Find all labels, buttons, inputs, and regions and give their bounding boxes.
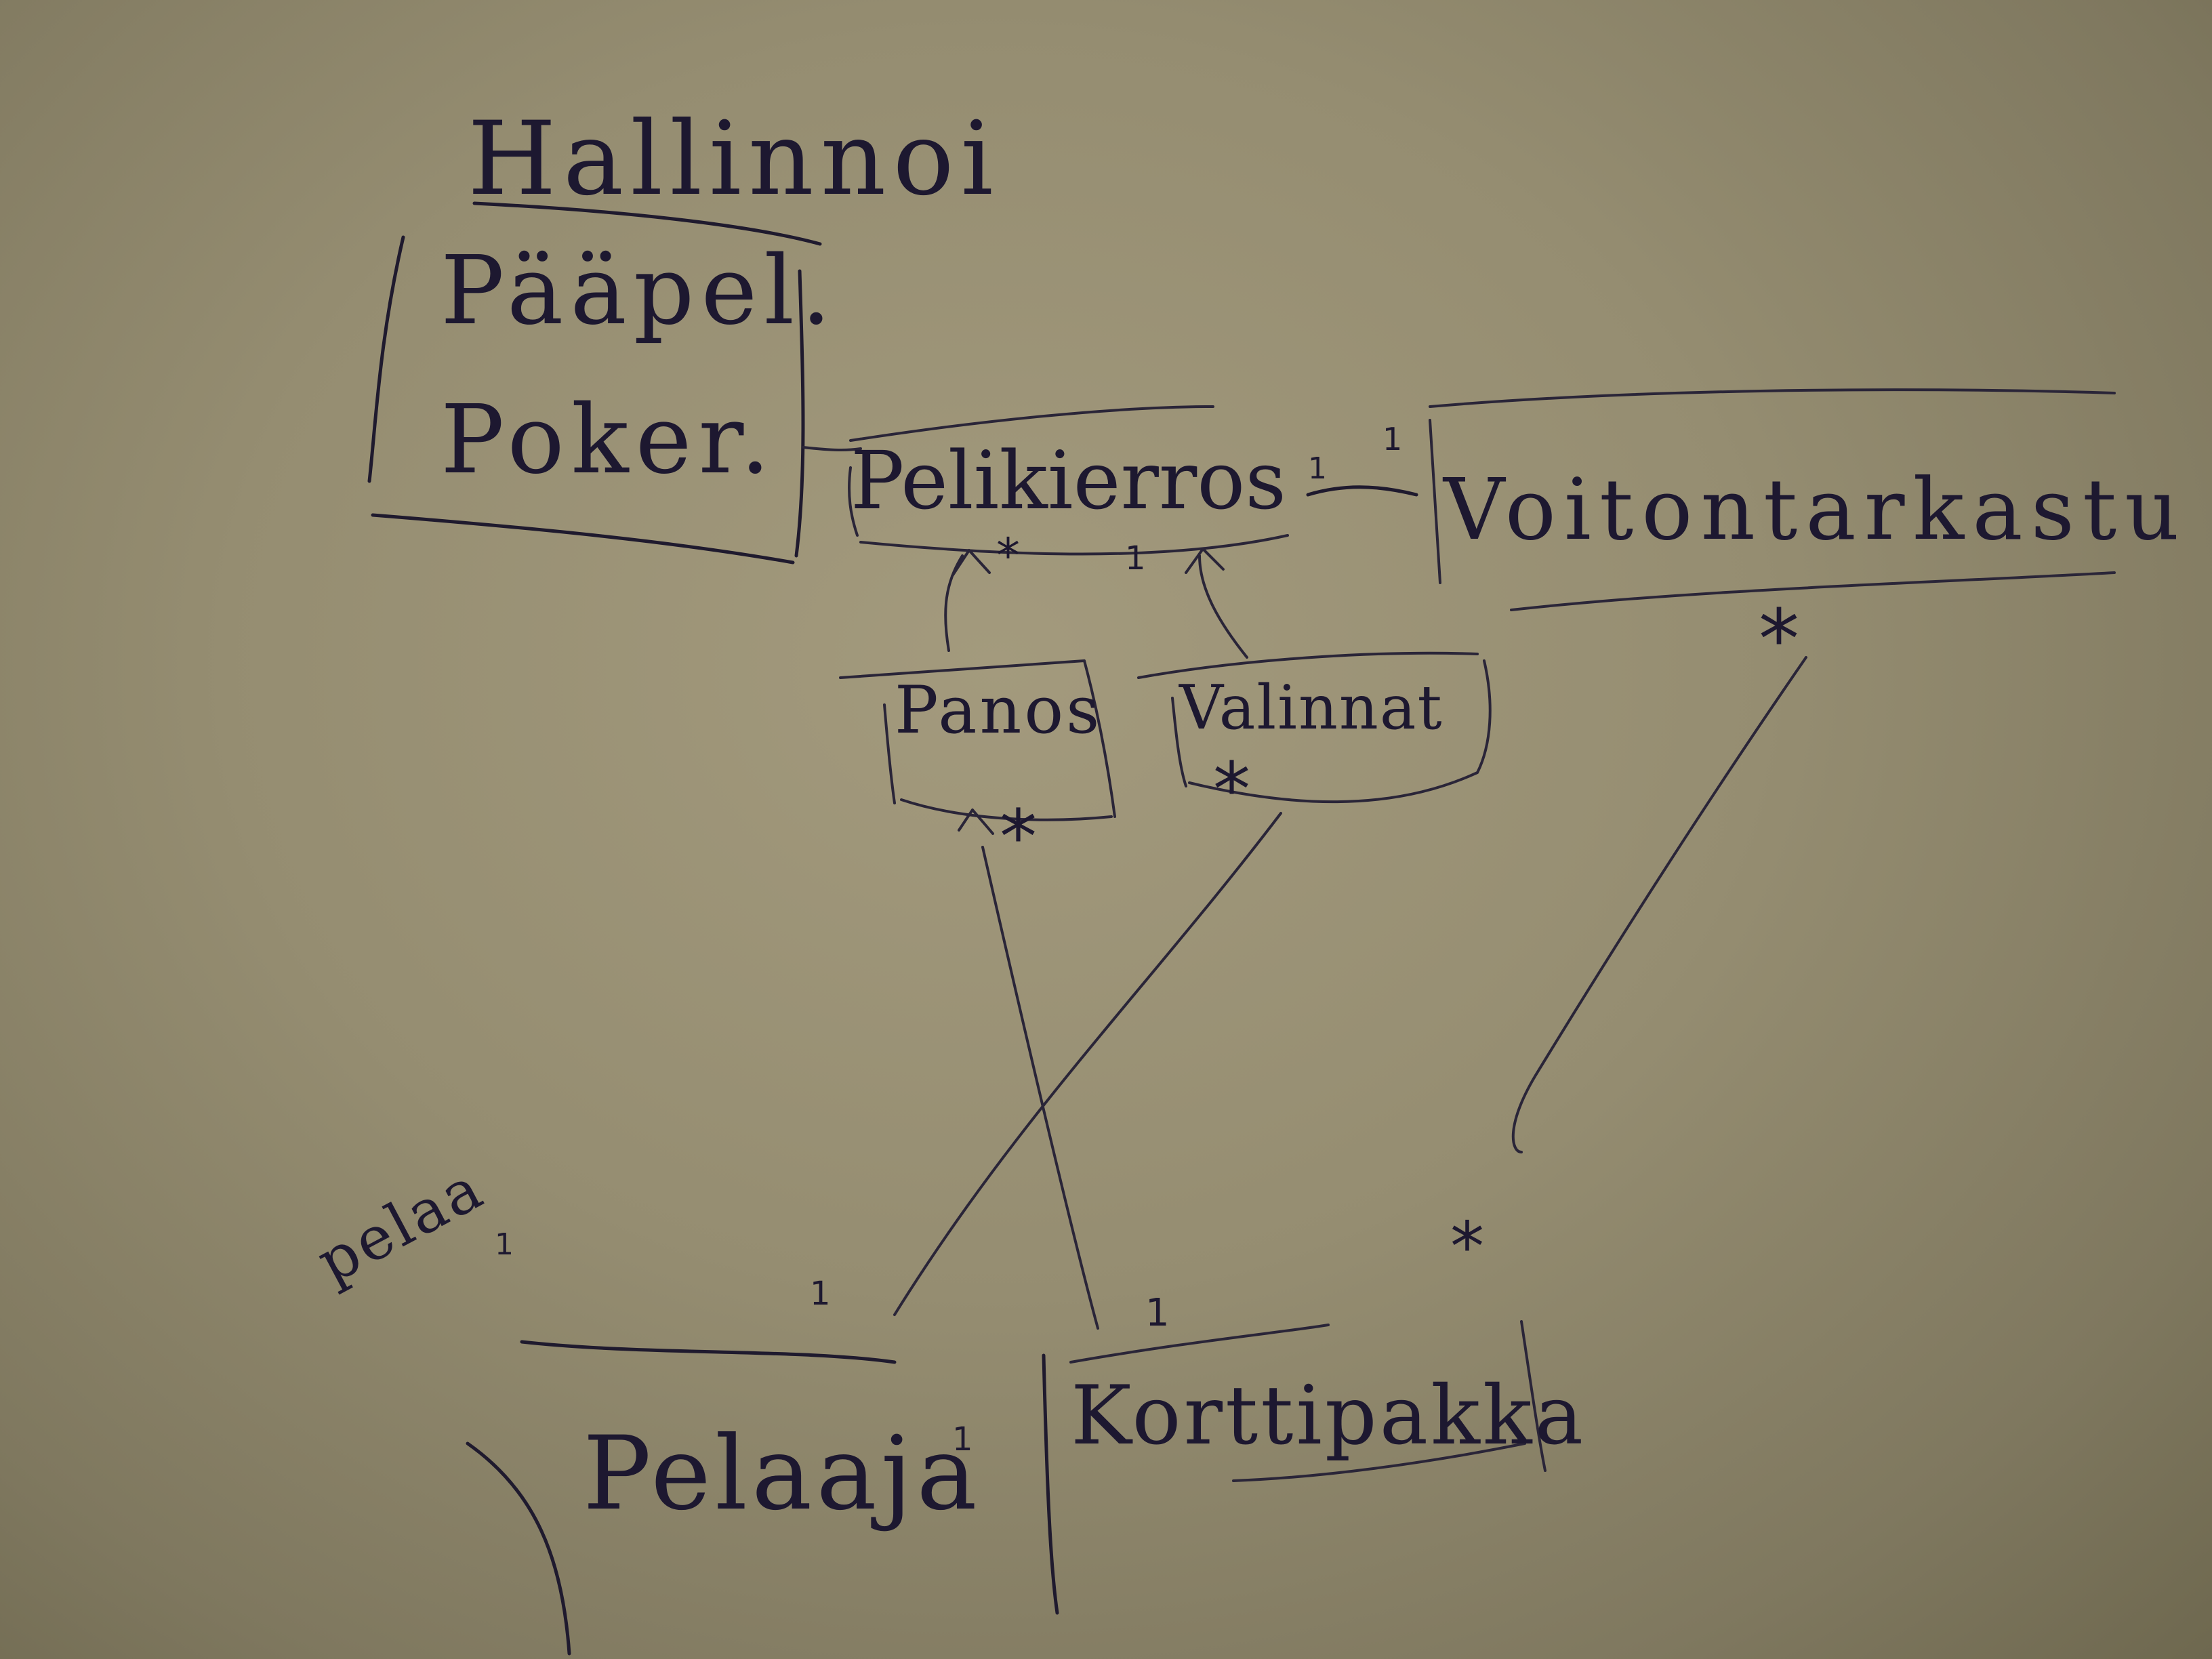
multiplicity-check-many: *: [1759, 593, 1799, 687]
multiplicity-round-choices: 1: [1125, 539, 1146, 577]
multiplicity-choices-many: *: [1213, 746, 1250, 833]
round-to-check-association: [1306, 485, 1418, 497]
multiplicity-round-bet: *: [996, 528, 1020, 583]
choices-generalization: [1185, 548, 1248, 659]
diagram-title: Hallinnoi: [468, 100, 1000, 218]
multiplicity-round-check-left: 1: [1308, 451, 1327, 486]
multiplicity-round-check-right: 1: [1382, 421, 1403, 457]
check-box-outline: [1429, 388, 2116, 611]
player-to-choices-link: [893, 812, 1282, 1316]
deck-to-bet-link: [958, 808, 1099, 1330]
multiplicity-player-top: 1: [810, 1275, 831, 1313]
multiplicity-deck-top: 1: [1145, 1291, 1170, 1335]
round-box-outline: [848, 405, 1289, 556]
title-underline: [472, 201, 822, 246]
choices-class-label: Valinnat: [1179, 672, 1443, 743]
admin-line-2: Poker.: [441, 385, 777, 495]
admin-to-round-connector: [802, 446, 862, 452]
check-to-deck-association: [1511, 656, 1807, 1153]
player-box-outline: [466, 1340, 1059, 1656]
multiplicity-bet-many: *: [1000, 794, 1037, 880]
admin-box-outline: [367, 235, 805, 565]
player-class-label: Pelaaja: [583, 1415, 981, 1533]
round-class-label: Pelikierros: [851, 434, 1286, 527]
bet-box-outline: [839, 659, 1116, 821]
choices-box-outline: [1137, 651, 1492, 804]
multiplicity-player-side: 1: [952, 1420, 973, 1458]
deck-box-outline: [1069, 1320, 1547, 1482]
check-class-label: Voitontarkastu: [1443, 461, 2188, 559]
multiplicity-deck-many: *: [1450, 1207, 1484, 1286]
multiplicity-plays-end: 1: [495, 1227, 514, 1262]
bet-class-label: Panos: [895, 672, 1103, 748]
admin-line-1: Pääpel.: [441, 236, 838, 346]
bet-generalization: [944, 549, 991, 652]
deck-class-label: Korttipakka: [1071, 1369, 1586, 1463]
